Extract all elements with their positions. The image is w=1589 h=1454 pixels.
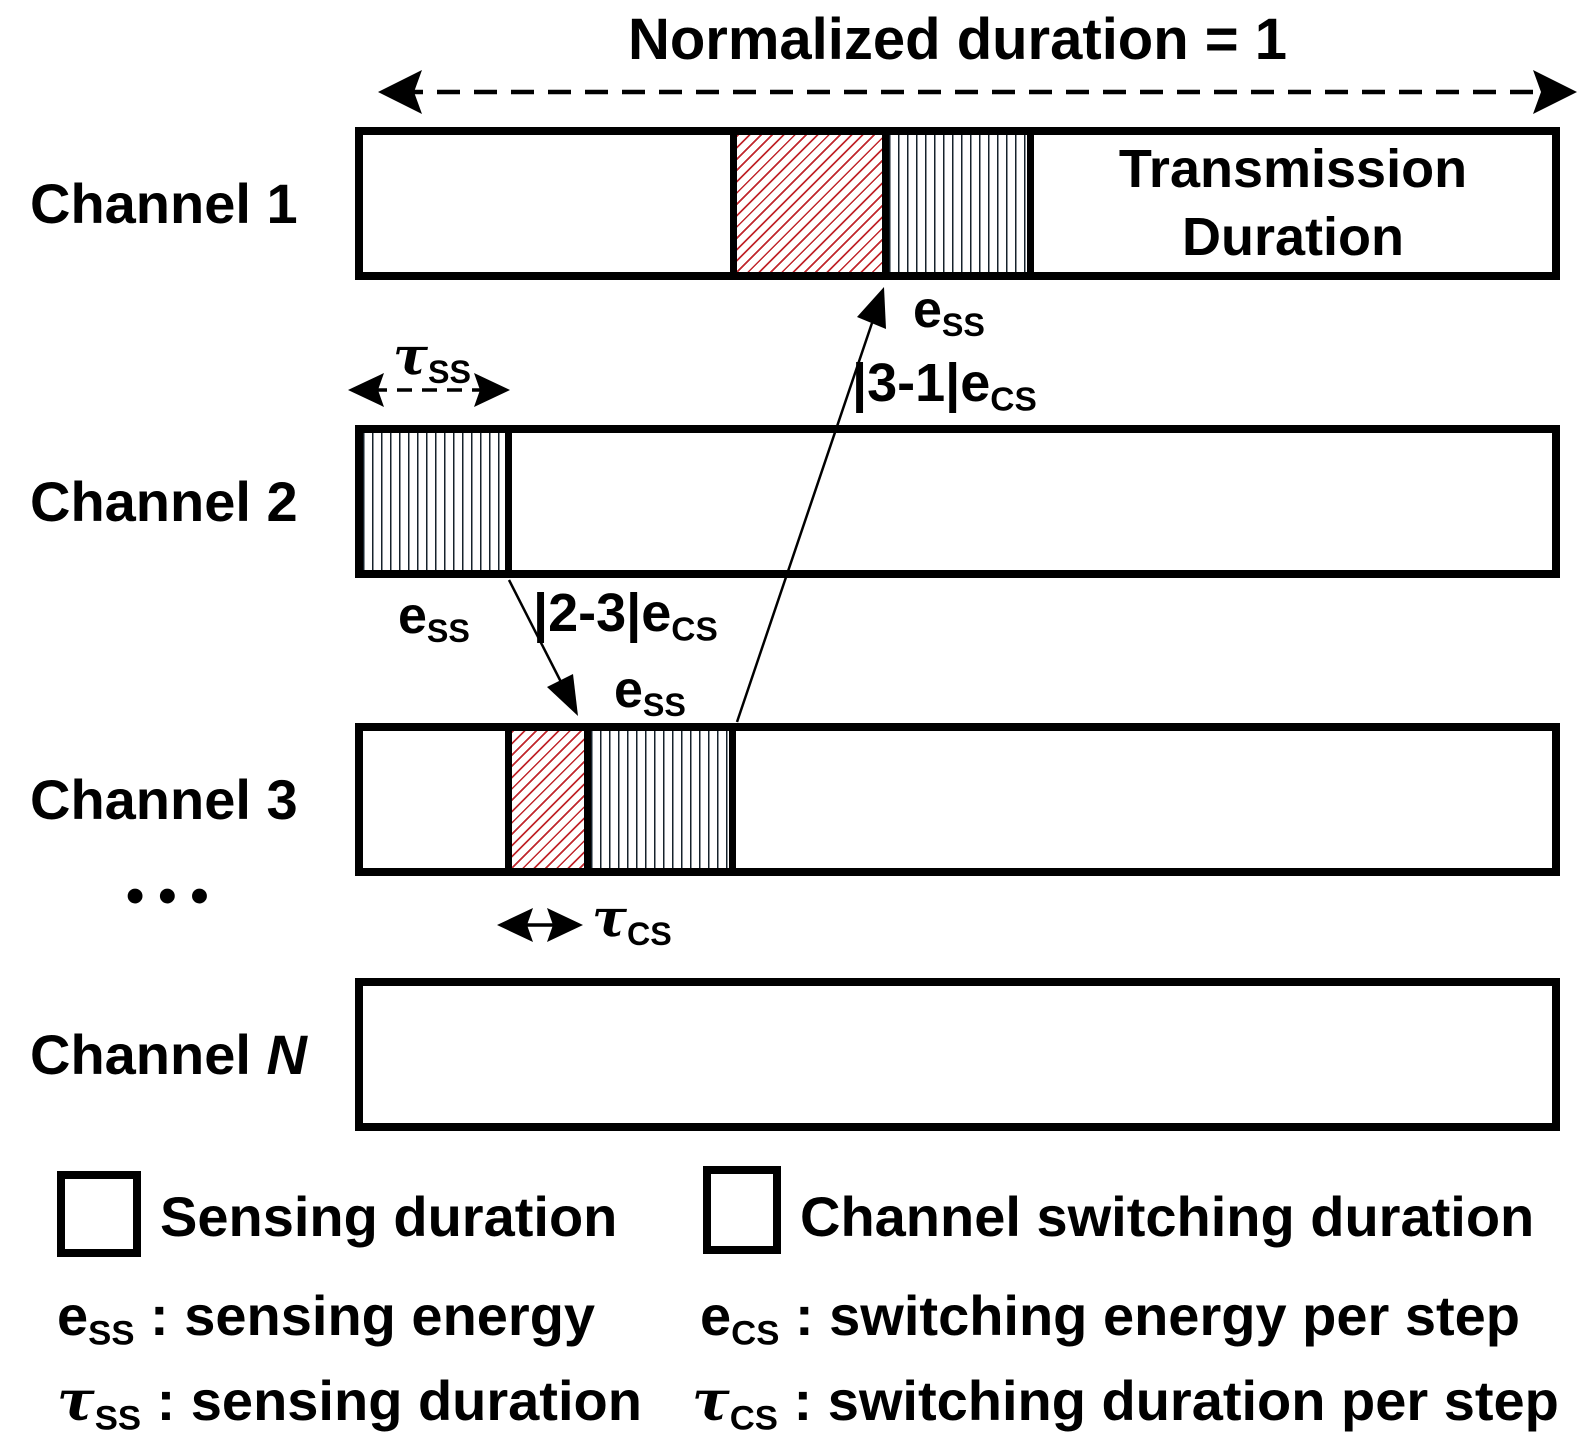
channel-n-label: Channel N — [30, 1019, 340, 1091]
transmission-line1: Transmission — [1118, 139, 1468, 199]
ess-sub: SS — [426, 613, 470, 650]
arrowhead-down-icon — [547, 674, 578, 716]
channel-1-label: Channel 1 — [30, 172, 298, 235]
sensing-duration-swatch — [57, 1171, 141, 1257]
ess-label-channel2: eSS — [398, 586, 470, 650]
ess-sub: SS — [642, 687, 686, 724]
channel-1-switching-segment — [737, 135, 882, 272]
switch-3-1-sub: CS — [990, 381, 1037, 419]
channel-3-label: Channel 3 — [30, 768, 298, 831]
ess-base: e — [57, 1284, 89, 1347]
tau-ss-sub: SS — [428, 354, 472, 391]
tau-cs-label: τCS — [592, 888, 672, 953]
tau-cs-sub: CS — [627, 916, 672, 953]
channel-2-label: Channel 2 — [30, 470, 298, 533]
channel-n-label-italic: N — [266, 1023, 307, 1086]
arrowhead-right-icon — [547, 908, 583, 942]
segment-divider — [882, 135, 889, 272]
sensing-duration-legend-label: Sensing duration — [160, 1185, 618, 1248]
arrowhead-left-icon — [348, 373, 384, 407]
arrowhead-right-icon — [474, 373, 510, 407]
channel-n-bar — [355, 978, 1560, 1131]
tau-base: τ — [592, 888, 627, 949]
tcs-definition: τCS : switching duration per step — [692, 1368, 1559, 1439]
tss-sub: SS — [94, 1399, 142, 1438]
ess-base: e — [614, 661, 643, 719]
segment-divider — [730, 135, 737, 272]
channel-1-sensing-segment — [889, 135, 1027, 272]
ecs-sub: CS — [731, 1314, 780, 1353]
tss-desc: : sensing duration — [141, 1369, 642, 1432]
transmission-line2: Duration — [1182, 206, 1404, 267]
tau-ss-label: τSS — [393, 326, 471, 391]
switch-2-3-sub: CS — [671, 611, 718, 649]
ess-sub: SS — [88, 1314, 135, 1353]
channel-2-bar — [355, 425, 1560, 578]
channel-3-sensing-segment — [591, 731, 729, 868]
arrowhead-right-icon — [1533, 70, 1577, 114]
tss-base: τ — [57, 1368, 95, 1434]
ecs-definition: eCS : switching energy per step — [700, 1283, 1520, 1354]
ess-label-channel1: eSS — [913, 280, 985, 344]
ess-base: e — [913, 281, 942, 339]
ess-label-channel3: eSS — [614, 660, 686, 724]
channel-2-sensing-segment — [363, 433, 505, 570]
segment-divider — [505, 731, 512, 868]
switch-2-3-label: |2-3|eCS — [533, 582, 718, 649]
tcs-sub: CS — [729, 1399, 778, 1438]
tau-base: τ — [393, 326, 428, 387]
arrowhead-left-icon — [497, 908, 533, 942]
tss-definition: τSS : sensing duration — [57, 1368, 642, 1439]
ess-desc: : sensing energy — [134, 1284, 596, 1347]
tcs-base: τ — [692, 1368, 730, 1434]
normalized-duration-title: Normalized duration = 1 — [627, 7, 1288, 72]
channel-3-bar — [355, 723, 1560, 876]
switching-duration-swatch — [703, 1166, 781, 1254]
ess-base: e — [398, 587, 427, 645]
channel-1-bar: Transmission Duration — [355, 127, 1560, 280]
tcs-desc: : switching duration per step — [777, 1369, 1559, 1432]
segment-divider — [729, 731, 736, 868]
switching-duration-legend-label: Channel switching duration — [800, 1185, 1535, 1248]
ecs-base: e — [700, 1284, 732, 1347]
arrowhead-left-icon — [378, 70, 422, 114]
switch-2-3-base: |2-3|e — [533, 583, 672, 643]
ess-definition: eSS : sensing energy — [57, 1283, 595, 1354]
switch-3-1-label: |3-1|eCS — [852, 352, 1037, 419]
segment-divider — [584, 731, 591, 868]
arrowhead-up-icon — [857, 287, 886, 329]
segment-divider — [505, 433, 512, 570]
ess-sub: SS — [941, 307, 985, 344]
transmission-duration-label: Transmission Duration — [1034, 135, 1552, 272]
channel-n-label-pre: Channel — [30, 1023, 267, 1086]
channel-3-switching-segment — [512, 731, 584, 868]
ecs-desc: : switching energy per step — [779, 1284, 1520, 1347]
switch-3-1-base: |3-1|e — [852, 353, 991, 413]
segment-divider — [1027, 135, 1034, 272]
channels-ellipsis: ••• — [126, 867, 223, 925]
